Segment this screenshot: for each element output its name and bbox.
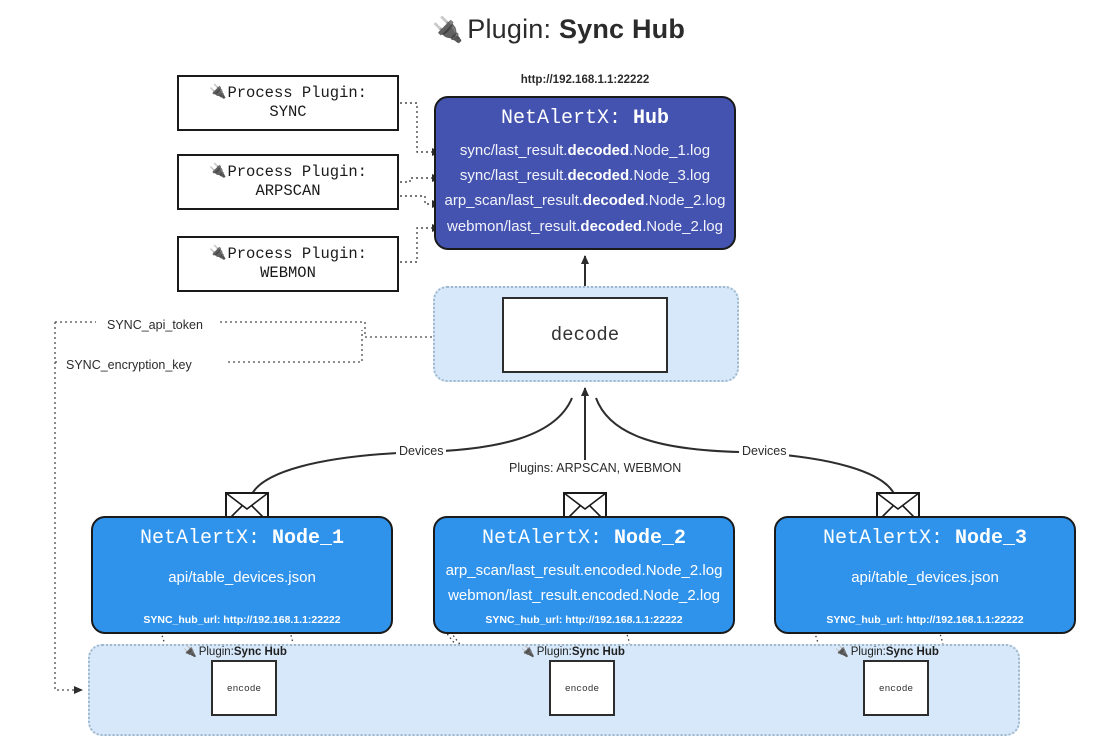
edge-label-encryption-key: SYNC_encryption_key — [63, 358, 195, 372]
plug-icon: 🔌 — [209, 85, 227, 101]
node-title: NetAlertX: Node_2 — [481, 527, 687, 550]
process-plugin-box-webmon[interactable]: 🔌 Process Plugin: WEBMON — [177, 236, 399, 292]
node-title: NetAlertX: Node_1 — [139, 527, 345, 550]
node-footer: SYNC_hub_url: http://192.168.1.1:22222 — [826, 614, 1024, 626]
plug-icon: 🔌 — [521, 646, 535, 658]
page-title-name: Sync Hub — [558, 14, 686, 44]
node-line: arp_scan/last_result.encoded.Node_2.log — [445, 562, 723, 579]
node-box-3[interactable]: NetAlertX: Node_3 api/table_devices.json… — [774, 516, 1076, 634]
process-plugin-name: SYNC — [269, 103, 307, 121]
node-line: api/table_devices.json — [851, 569, 999, 586]
encode-box-3[interactable]: encode — [863, 660, 929, 716]
edge-nodes-to-decode-group — [248, 387, 898, 506]
process-plugin-box-arpscan[interactable]: 🔌 Process Plugin: ARPSCAN — [177, 154, 399, 210]
process-plugin-box-sync[interactable]: 🔌 Process Plugin: SYNC — [177, 75, 399, 131]
edge-label-plugins: Plugins: ARPSCAN, WEBMON — [506, 461, 685, 475]
hub-log-line: sync/last_result.decoded.Node_3.log — [459, 167, 711, 185]
edge-label-devices-left: Devices — [396, 444, 447, 458]
node-line: webmon/last_result.encoded.Node_2.log — [448, 586, 720, 604]
encode-box-2[interactable]: encode — [549, 660, 615, 716]
process-plugin-name: WEBMON — [260, 264, 316, 282]
page-title: 🔌Plugin: Sync Hub — [0, 14, 1117, 45]
page-title-prefix: Plugin: — [467, 14, 559, 44]
encode-box-1[interactable]: encode — [211, 660, 277, 716]
decode-box[interactable]: decode — [502, 297, 668, 373]
node-footer: SYNC_hub_url: http://192.168.1.1:22222 — [143, 614, 341, 626]
edge-label-devices-right: Devices — [739, 444, 790, 458]
process-plugin-label: Process Plugin: — [227, 163, 367, 182]
edge-label-api-token: SYNC_api_token — [104, 318, 206, 332]
plug-icon: 🔌 — [431, 16, 464, 44]
plug-icon: 🔌 — [183, 646, 197, 658]
process-plugin-label: Process Plugin: — [227, 245, 367, 264]
node-title: NetAlertX: Node_3 — [822, 527, 1028, 550]
hub-title-prefix: NetAlertX: — [500, 107, 633, 130]
hub-log-line: sync/last_result.decoded.Node_1.log — [459, 142, 711, 159]
plug-icon: 🔌 — [209, 246, 227, 262]
process-plugin-name: ARPSCAN — [255, 182, 321, 200]
hub-log-line: arp_scan/last_result.decoded.Node_2.log — [444, 192, 726, 210]
encode-plugin-label: 🔌Plugin: Sync Hub — [521, 645, 625, 659]
hub-url-label: http://192.168.1.1:22222 — [520, 74, 650, 86]
node-box-1[interactable]: NetAlertX: Node_1 api/table_devices.json… — [91, 516, 393, 634]
process-plugin-label: Process Plugin: — [227, 84, 367, 103]
encode-plugin-label: 🔌Plugin: Sync Hub — [183, 645, 287, 659]
node-line: api/table_devices.json — [168, 569, 316, 586]
plug-icon: 🔌 — [209, 164, 227, 180]
hub-log-line: webmon/last_result.decoded.Node_2.log — [447, 217, 723, 235]
encode-plugin-label: 🔌Plugin: Sync Hub — [835, 645, 939, 659]
hub-title: NetAlertX: Hub — [436, 107, 734, 130]
hub-box[interactable]: NetAlertX: Hub sync/last_result.decoded.… — [434, 96, 736, 250]
edge-encryption-key-lower — [54, 322, 83, 694]
plug-icon: 🔌 — [835, 646, 849, 658]
hub-title-name: Hub — [633, 107, 670, 130]
node-box-2[interactable]: NetAlertX: Node_2 arp_scan/last_result.e… — [433, 516, 735, 634]
node-footer: SYNC_hub_url: http://192.168.1.1:22222 — [485, 614, 683, 626]
